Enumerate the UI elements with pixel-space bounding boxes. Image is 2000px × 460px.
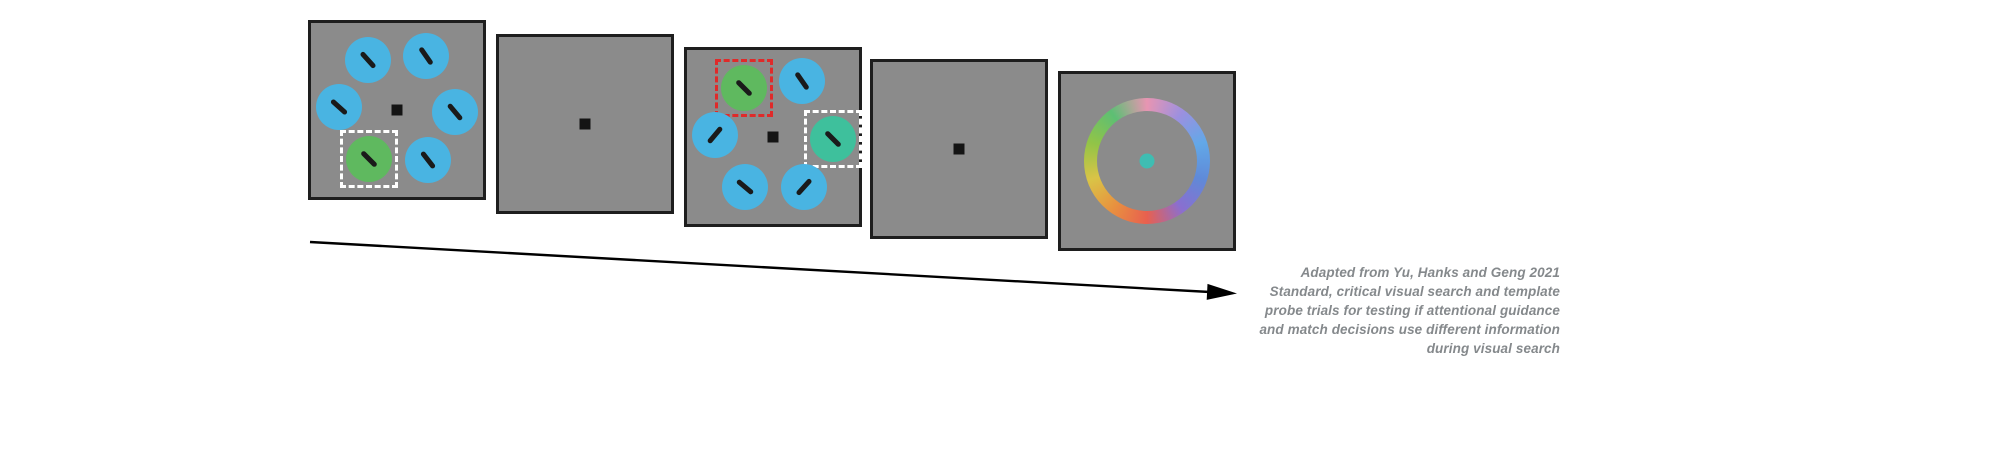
stimulus-circle-blue bbox=[315, 83, 362, 130]
stimulus-circle-blue bbox=[403, 33, 450, 80]
orientation-bar bbox=[329, 97, 348, 116]
orientation-bar bbox=[418, 46, 435, 66]
panel-search-array-critical bbox=[684, 47, 863, 227]
caption-line-3: probe trials for testing if attentional … bbox=[1264, 303, 1560, 318]
fixation-square bbox=[953, 143, 965, 155]
white-dashed-cue bbox=[804, 109, 863, 168]
stimulus-circle-green bbox=[720, 65, 767, 112]
orientation-bar bbox=[794, 71, 811, 91]
figure-caption: Adapted from Yu, Hanks and Geng 2021 Sta… bbox=[1130, 263, 1560, 358]
orientation-bar bbox=[447, 102, 464, 122]
orientation-bar bbox=[359, 50, 377, 69]
red-dashed-cue bbox=[714, 59, 773, 118]
stimulus-circle-blue bbox=[344, 36, 391, 83]
orientation-bar bbox=[795, 178, 813, 197]
stimulus-circle-blue bbox=[722, 164, 769, 211]
caption-line-5: during visual search bbox=[1426, 341, 1560, 356]
orientation-bar bbox=[734, 79, 753, 98]
timeline-arrow bbox=[309, 240, 1237, 300]
orientation-bar bbox=[736, 179, 755, 196]
probe-center-dot bbox=[1139, 153, 1155, 169]
stimulus-circle-blue bbox=[691, 112, 738, 159]
timeline-arrowhead-icon bbox=[1206, 283, 1237, 300]
stimulus-circle-green bbox=[346, 135, 393, 182]
orientation-bar bbox=[360, 149, 379, 168]
panel-fixation-2 bbox=[870, 59, 1048, 239]
fixation-square bbox=[767, 131, 779, 143]
white-dashed-cue bbox=[340, 129, 399, 188]
timeline-arrow-shaft bbox=[309, 240, 1211, 294]
caption-line-1: Adapted from Yu, Hanks and Geng 2021 bbox=[1300, 265, 1560, 280]
fixation-square bbox=[579, 118, 591, 130]
stimulus-circle-blue bbox=[432, 88, 479, 135]
orientation-bar bbox=[824, 129, 843, 148]
caption-line-2: Standard, critical visual search and tem… bbox=[1269, 284, 1560, 299]
stimulus-circle-teal bbox=[810, 115, 857, 162]
panel-color-wheel-probe bbox=[1058, 71, 1236, 251]
panel-fixation-1 bbox=[496, 34, 674, 214]
fixation-square bbox=[391, 104, 403, 116]
panel-search-array-standard bbox=[308, 20, 486, 200]
stimulus-circle-blue bbox=[780, 164, 827, 211]
orientation-bar bbox=[706, 125, 723, 145]
stimulus-circle-blue bbox=[404, 137, 451, 184]
orientation-bar bbox=[419, 151, 437, 170]
stimulus-circle-blue bbox=[779, 58, 826, 105]
caption-line-4: and match decisions use different inform… bbox=[1259, 322, 1560, 337]
